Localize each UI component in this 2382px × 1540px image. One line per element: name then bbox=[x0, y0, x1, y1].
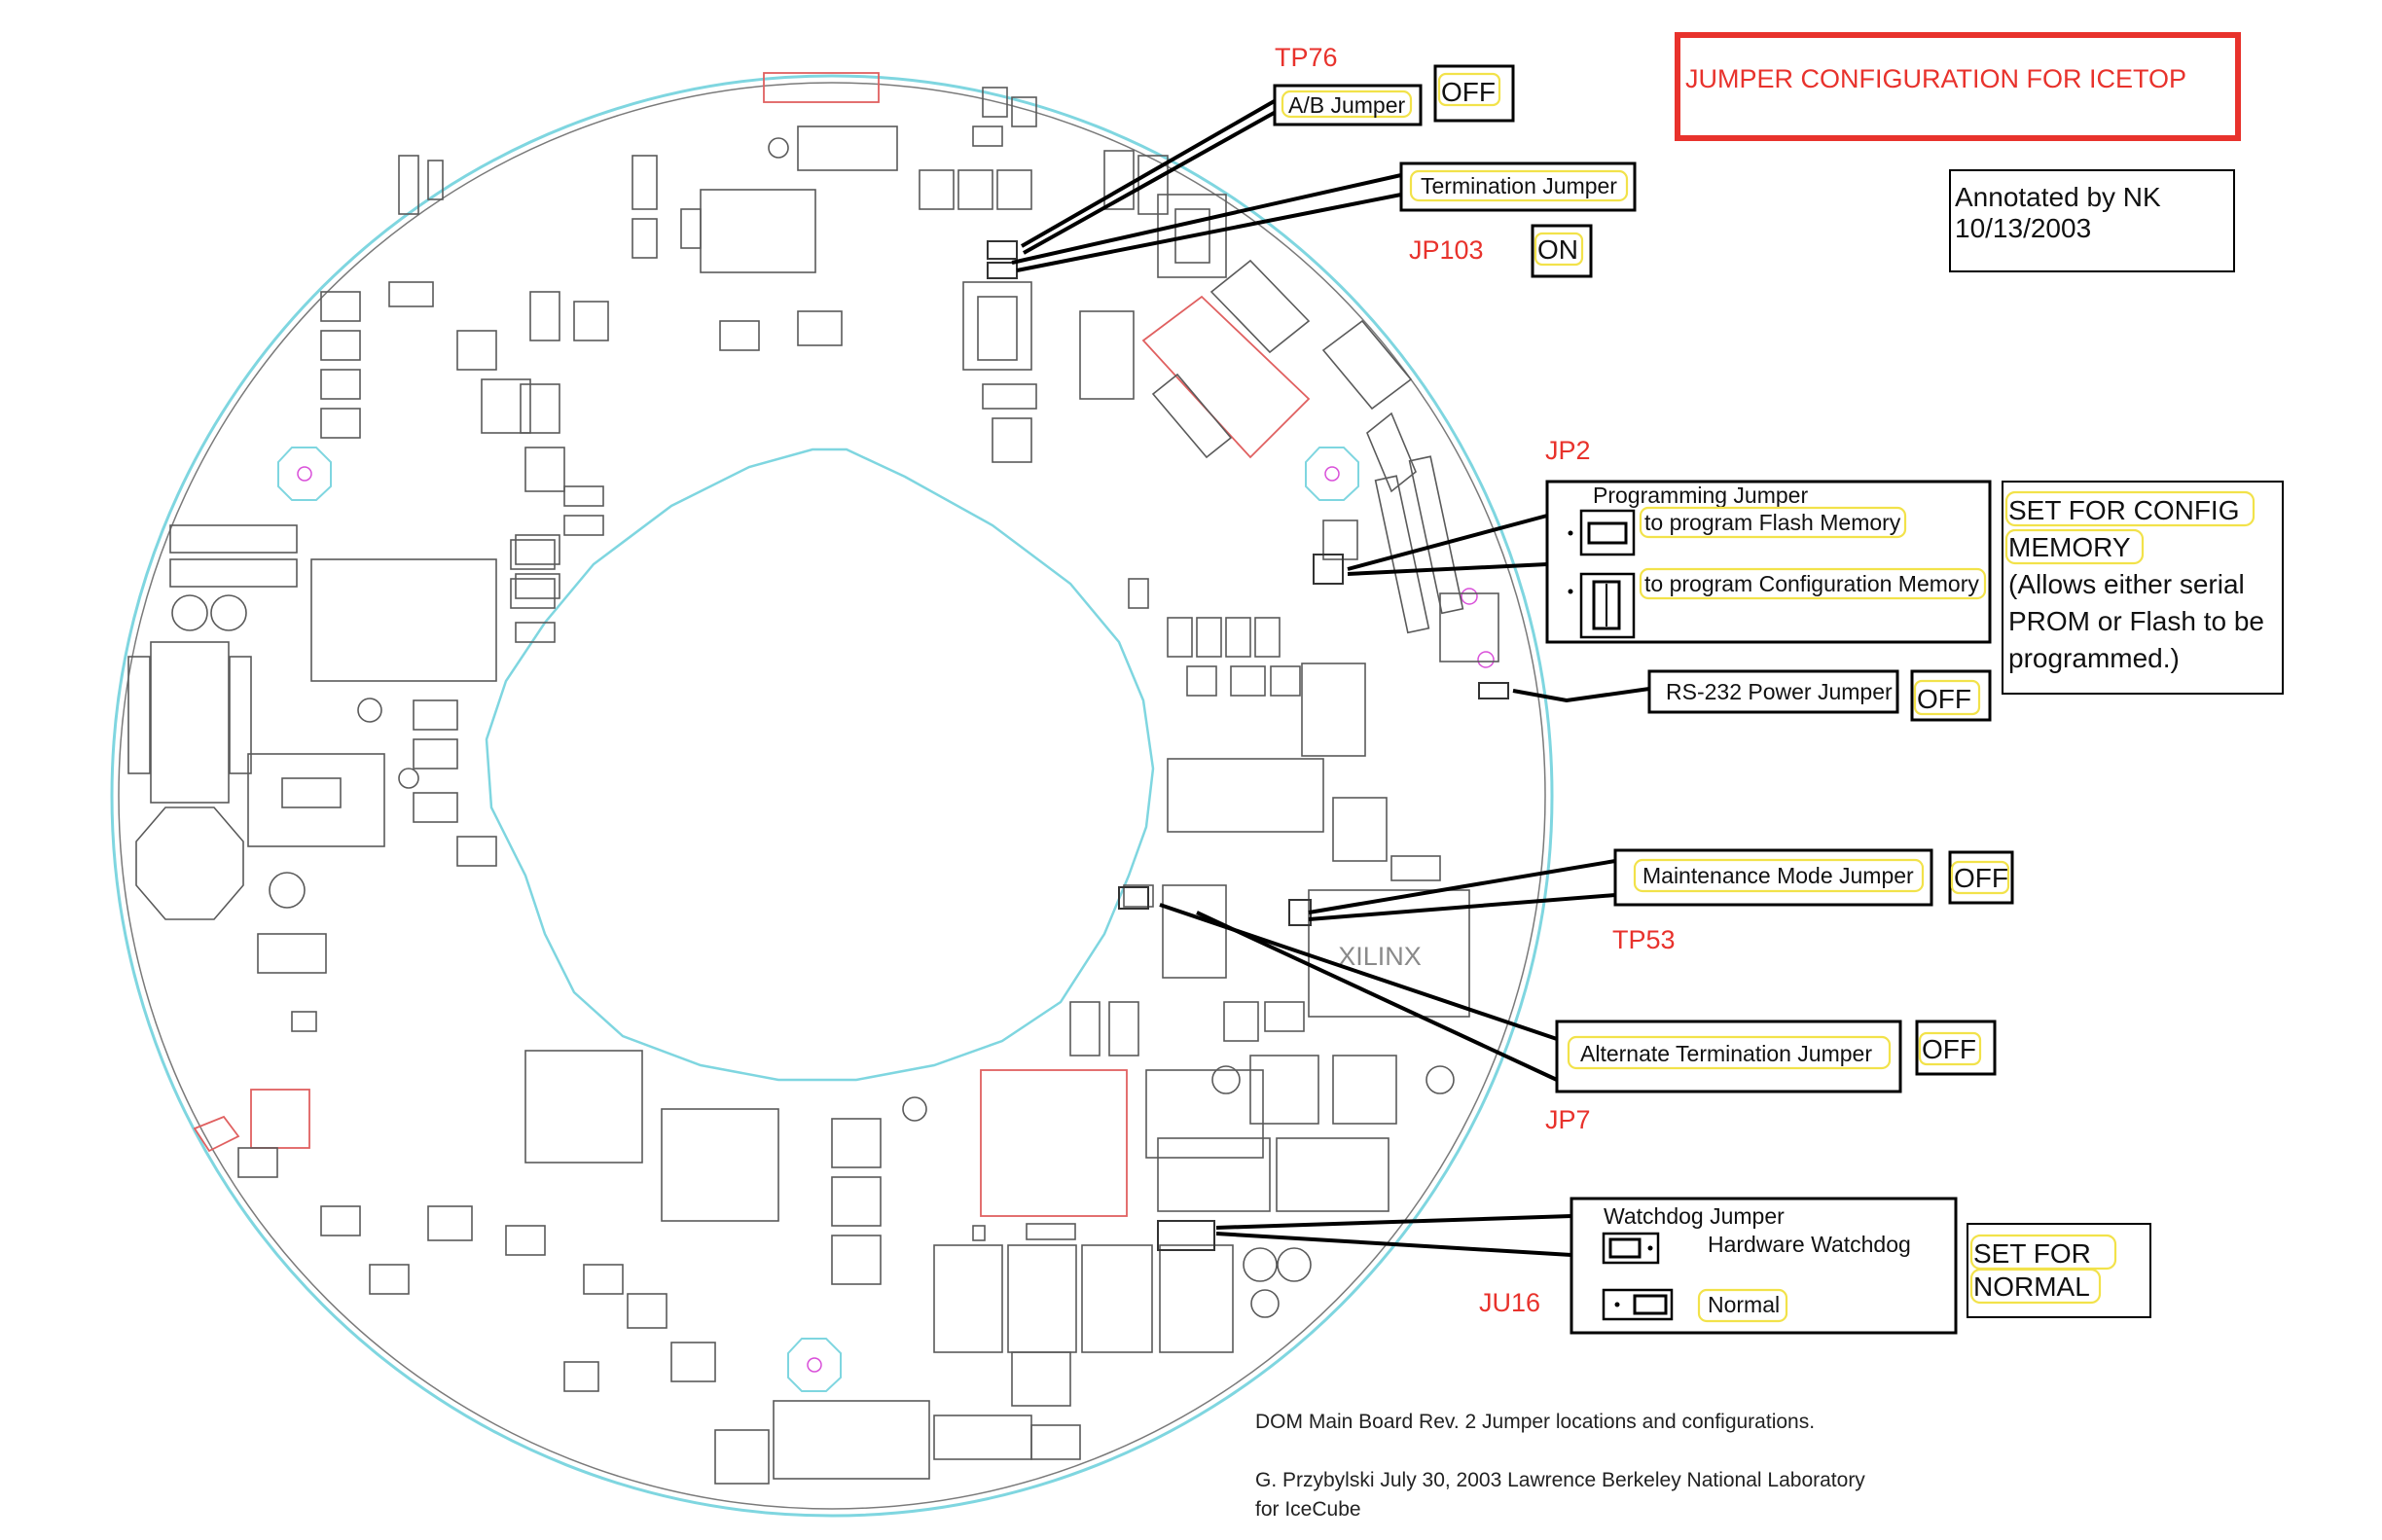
reference-designators: TP76 JP103 JP2 TP53 JP7 JU16 bbox=[1275, 43, 1676, 1317]
caption-line3: for IceCube bbox=[1255, 1498, 1361, 1521]
alt-termination-jumper-label: Alternate Termination Jumper bbox=[1580, 1041, 1872, 1066]
watchdog-jumper-callout: Watchdog Jumper Hardware Watchdog Normal bbox=[1570, 1197, 1958, 1335]
programming-setting-line2: MEMORY bbox=[2008, 532, 2131, 562]
programming-setting-line3: (Allows either serial bbox=[2008, 569, 2245, 599]
watchdog-option-hardware: Hardware Watchdog bbox=[1708, 1232, 1911, 1257]
diagram-title: JUMPER CONFIGURATION FOR ICETOP bbox=[1685, 64, 2186, 93]
caption-line1: DOM Main Board Rev. 2 Jumper locations a… bbox=[1255, 1411, 1815, 1433]
termination-jumper-state: ON bbox=[1537, 234, 1578, 265]
alt-termination-jumper-callout: Alternate Termination Jumper OFF bbox=[1555, 1020, 1997, 1093]
annotation-date: 10/13/2003 bbox=[1955, 213, 2091, 243]
pcb-components-left bbox=[127, 524, 560, 1153]
programming-jumper-callout: Programming Jumper to program Flash Memo… bbox=[1545, 480, 1992, 644]
refdes-tp53: TP53 bbox=[1612, 925, 1676, 954]
pcb-components-right: XILINX bbox=[972, 519, 1470, 1241]
watchdog-setting-box: SET FOR NORMAL bbox=[1967, 1223, 2151, 1318]
rs232-jumper-label: RS-232 Power Jumper bbox=[1666, 679, 1893, 704]
termination-jumper-callout: Termination Jumper ON bbox=[1399, 161, 1637, 278]
refdes-jp103: JP103 bbox=[1409, 235, 1484, 265]
programming-setting-box: SET FOR CONFIG MEMORY (Allows either ser… bbox=[2002, 481, 2284, 695]
rs232-jumper-state: OFF bbox=[1917, 684, 1971, 714]
termination-jumper-label: Termination Jumper bbox=[1421, 173, 1617, 198]
caption: DOM Main Board Rev. 2 Jumper locations a… bbox=[1255, 1411, 1865, 1521]
ab-jumper-label: A/B Jumper bbox=[1288, 92, 1405, 118]
watchdog-setting-line1: SET FOR bbox=[1973, 1238, 2091, 1269]
programming-option-config: to program Configuration Memory bbox=[1644, 571, 1979, 596]
board-jumper-footprints bbox=[987, 240, 1509, 1251]
programming-option-flash: to program Flash Memory bbox=[1644, 510, 1901, 535]
refdes-jp2: JP2 bbox=[1545, 436, 1591, 465]
maintenance-jumper-state: OFF bbox=[1954, 863, 2008, 893]
title-box: JUMPER CONFIGURATION FOR ICETOP bbox=[1675, 32, 2241, 141]
mounting-holes bbox=[277, 447, 1495, 1392]
annotation-author: Annotated by NK bbox=[1955, 182, 2161, 212]
maintenance-jumper-label: Maintenance Mode Jumper bbox=[1642, 863, 1914, 888]
watchdog-jumper-label: Watchdog Jumper bbox=[1604, 1203, 1785, 1229]
xilinx-label: XILINX bbox=[1338, 942, 1422, 971]
programming-setting-line4: PROM or Flash to be bbox=[2008, 606, 2264, 636]
annotation-box: Annotated by NK 10/13/2003 bbox=[1949, 169, 2235, 272]
refdes-jp7: JP7 bbox=[1545, 1105, 1591, 1134]
pcb-components-bottom bbox=[237, 1050, 1455, 1485]
caption-line2: G. Przybylski July 30, 2003 Lawrence Ber… bbox=[1255, 1469, 1865, 1491]
alt-termination-jumper-state: OFF bbox=[1922, 1034, 1976, 1064]
rs232-jumper-callout: RS-232 Power Jumper OFF bbox=[1647, 669, 1992, 722]
programming-setting-line1: SET FOR CONFIG bbox=[2008, 495, 2240, 525]
watchdog-setting-line2: NORMAL bbox=[1973, 1271, 2090, 1302]
programming-setting-line5: programmed.) bbox=[2008, 643, 2180, 673]
dom-main-board: XILINX bbox=[110, 72, 1554, 1518]
programming-jumper-label: Programming Jumper bbox=[1593, 483, 1808, 508]
pcb-components-top bbox=[320, 72, 1499, 663]
ab-jumper-callout: A/B Jumper OFF bbox=[1273, 64, 1515, 126]
ab-jumper-state: OFF bbox=[1441, 77, 1496, 107]
maintenance-jumper-callout: Maintenance Mode Jumper OFF bbox=[1613, 848, 2014, 907]
watchdog-option-normal: Normal bbox=[1708, 1292, 1780, 1317]
board-center-hole bbox=[485, 448, 1155, 1082]
refdes-ju16: JU16 bbox=[1479, 1288, 1540, 1317]
refdes-tp76: TP76 bbox=[1275, 43, 1338, 72]
